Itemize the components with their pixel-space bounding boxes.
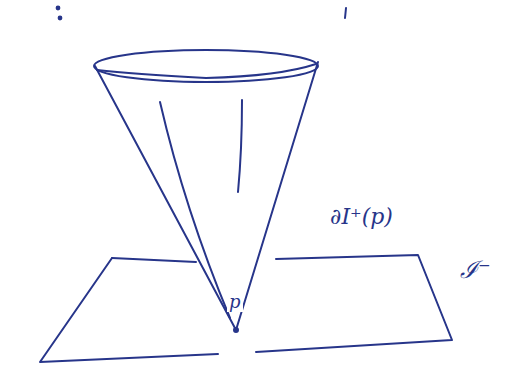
continuation-mark [59,17,62,20]
plane-edge [40,258,218,362]
cone-generator [238,100,242,192]
cone-surface [95,62,318,330]
cone-generator [160,102,230,318]
vertex-point [234,328,238,332]
plane-edge [112,258,196,262]
math-label: p [227,292,243,312]
math-label: ℐ⁻ [458,257,493,283]
cone-rim [97,64,316,78]
continuation-mark [57,7,60,10]
plane-edge [256,255,452,352]
plane-edge [40,255,452,362]
cone-rim [94,50,318,82]
math-label: ∂I⁺(p) [328,205,395,229]
continuation-mark [345,8,346,18]
